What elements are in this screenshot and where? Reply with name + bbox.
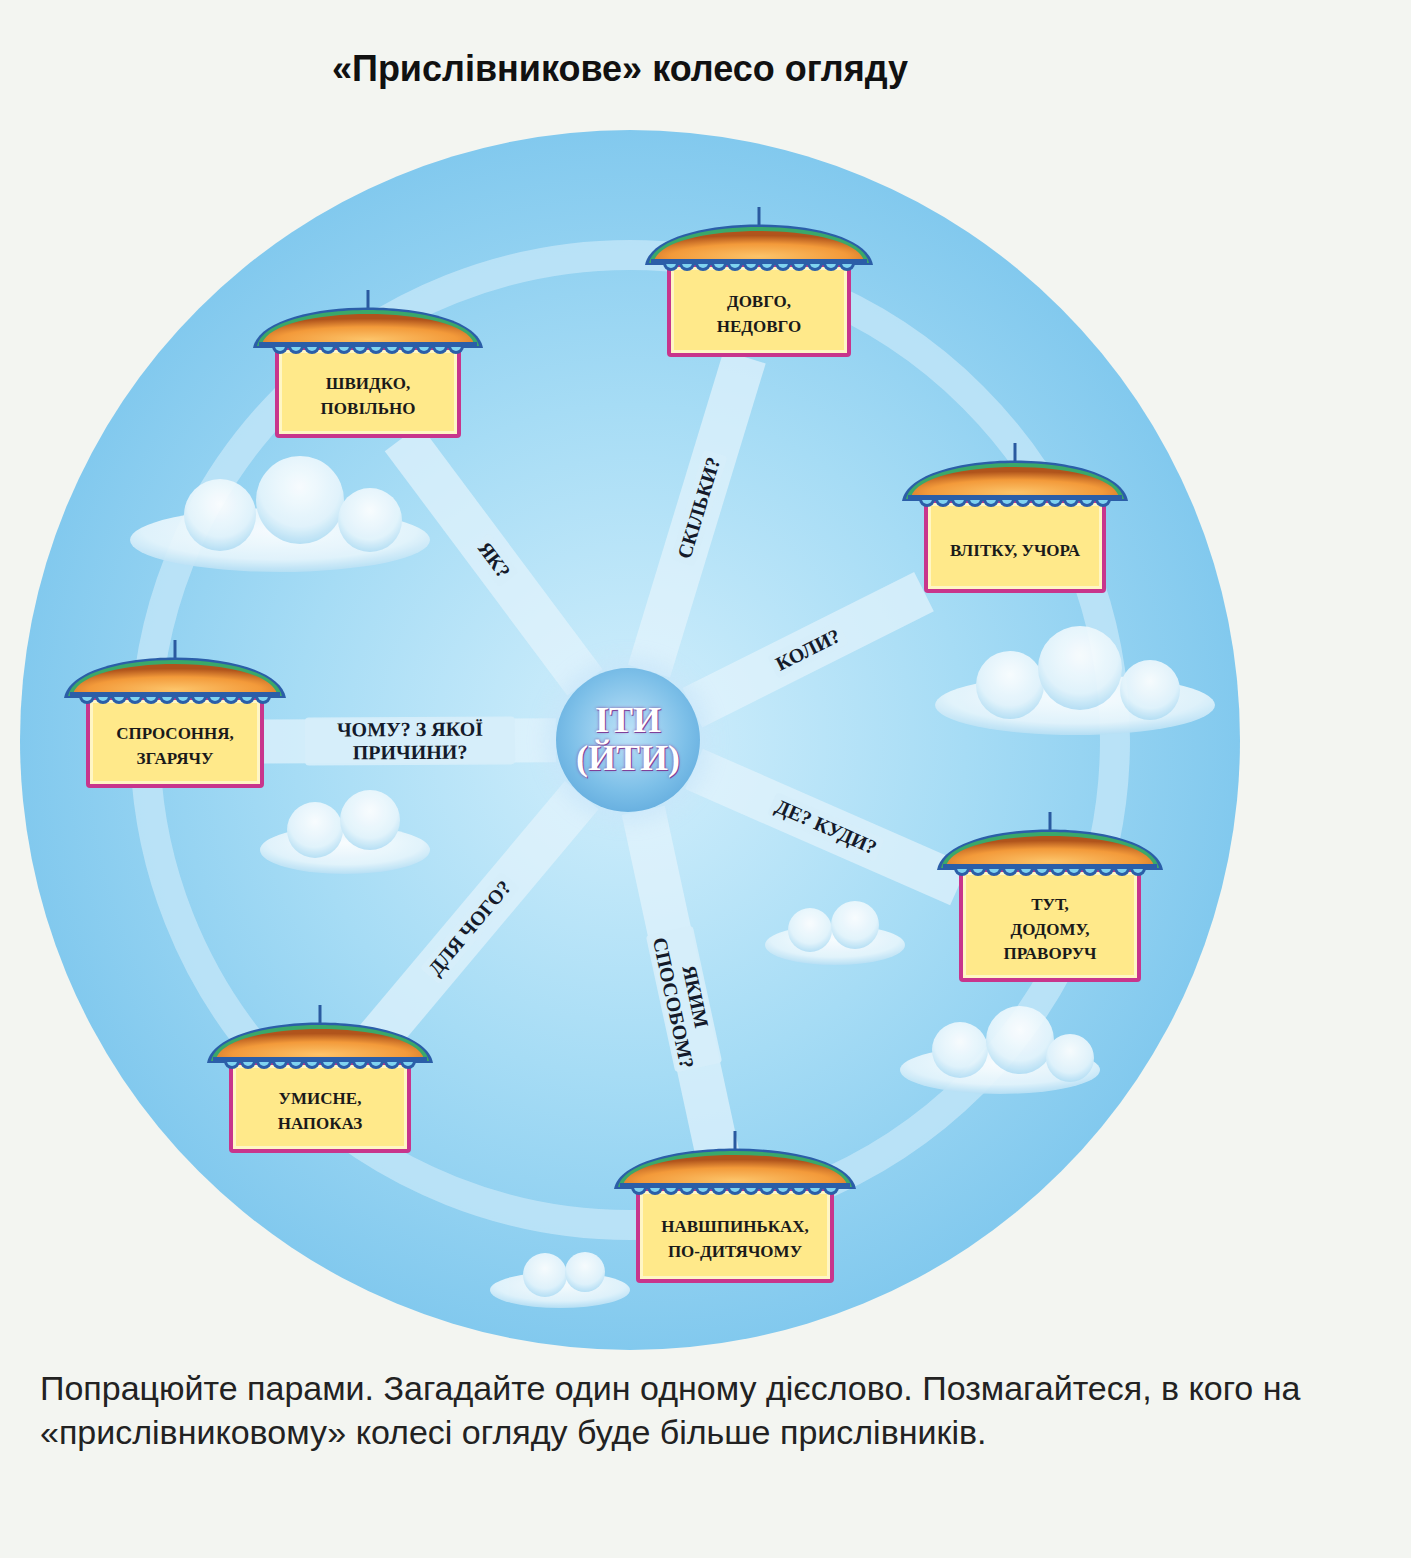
adverb-text: НАВШПИНЬКАХ, ПО-ДИТЯЧОМУ [650, 1205, 820, 1264]
cloud [260, 790, 430, 874]
verb-text: ІТИ (ЙТИ) [568, 702, 688, 778]
roof [902, 437, 1128, 517]
cloud [490, 1252, 630, 1308]
adverb-house: ТУТ, ДОДОМУ, ПРАВОРУЧ [959, 868, 1141, 982]
wheel-disc [20, 130, 1240, 1350]
cloud [935, 626, 1215, 735]
adverb-text: ТУТ, ДОДОМУ, ПРАВОРУЧ [990, 883, 1110, 967]
wheel-spoke [692, 592, 924, 708]
adverb-text: ШВИДКО, ПОВІЛЬНО [293, 362, 443, 421]
wheel-spoke [694, 769, 959, 885]
wheel-spoke [643, 810, 724, 1187]
adverb-house: ДОВГО, НЕДОВГО [667, 263, 851, 357]
question-label: ЧОМУ? З ЯКОЇ ПРИЧИНИ? [305, 716, 515, 765]
wheel-spoke [359, 795, 582, 1061]
title: «Прислівникове» колесо огляду [0, 48, 1240, 90]
adverb-house: УМИСНЕ, НАПОКАЗ [229, 1061, 411, 1153]
adverb-text: СПРОСОННЯ, ЗГАРЯЧУ [100, 712, 250, 771]
cloud [900, 1006, 1100, 1094]
roof [937, 806, 1163, 886]
verb-hub: ІТИ (ЙТИ) [556, 668, 700, 812]
adverb-text: ДОВГО, НЕДОВГО [684, 280, 834, 339]
roof [253, 284, 483, 364]
wheel-spoke [649, 357, 745, 671]
cloud [130, 456, 430, 572]
wheel-spoke [402, 438, 585, 682]
roof [645, 201, 873, 281]
caption: Попрацюйте парами. Загадайте один одному… [40, 1366, 1385, 1454]
adverb-house: СПРОСОННЯ, ЗГАРЯЧУ [86, 696, 264, 788]
roof [614, 1125, 856, 1205]
wheel-rim [145, 255, 1115, 1225]
adverb-house: ШВИДКО, ПОВІЛЬНО [275, 346, 461, 438]
cloud [765, 901, 905, 965]
roof [207, 999, 433, 1079]
roof [64, 634, 286, 714]
adverb-house: ВЛІТКУ, УЧОРА [924, 499, 1106, 593]
adverb-text: ВЛІТКУ, УЧОРА [950, 529, 1080, 564]
adverb-house: НАВШПИНЬКАХ, ПО-ДИТЯЧОМУ [636, 1187, 834, 1283]
adverb-text: УМИСНЕ, НАПОКАЗ [245, 1077, 395, 1136]
